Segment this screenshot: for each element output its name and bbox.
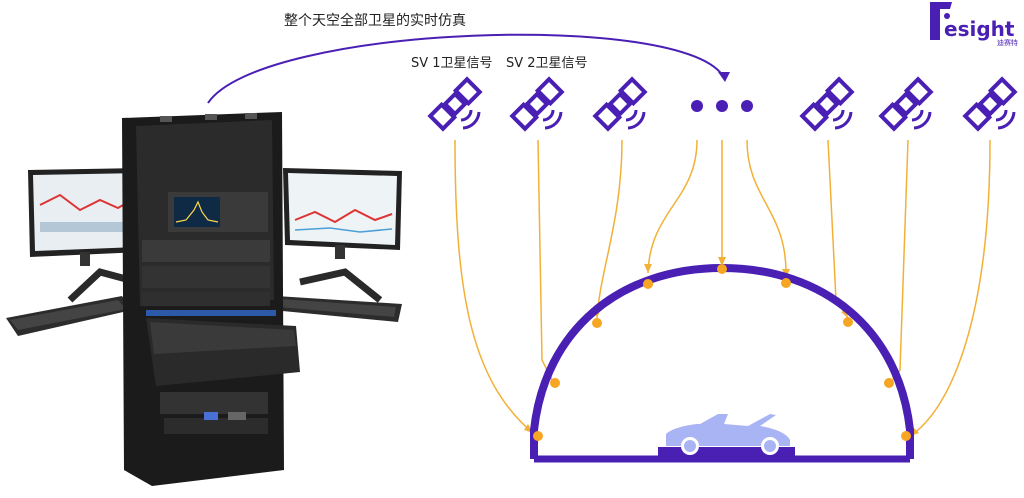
caption-text: 整个天空全部卫星的实时仿真 — [284, 12, 466, 29]
signal-arrowheads — [524, 257, 919, 436]
caption-arc-arrow — [207, 33, 725, 104]
satellite-icon — [963, 77, 1017, 131]
right-monitor — [283, 168, 402, 259]
logo-text: esight — [944, 17, 1015, 41]
signal-lines — [454, 139, 991, 437]
sv2-label: SV 2卫星信号 — [506, 56, 588, 71]
arrow-head — [718, 72, 730, 82]
rack-modules — [142, 240, 276, 316]
left-keyboard — [6, 296, 132, 336]
satellite-icon — [510, 77, 564, 131]
ellipsis-dots — [691, 100, 753, 112]
satellite-icon — [428, 77, 482, 131]
satellite-icon — [593, 77, 647, 131]
logo-subtext: 迪赛特 — [997, 38, 1018, 47]
sv1-label: SV 1卫星信号 — [411, 56, 493, 71]
brand-logo: esight 迪赛特 — [930, 2, 1018, 47]
dome-signal-points — [533, 264, 911, 441]
satellite-icon — [800, 77, 854, 131]
right-keyboard — [272, 296, 402, 322]
satellite-icon — [879, 77, 933, 131]
car-icon — [666, 414, 790, 455]
equipment-rack — [6, 112, 402, 486]
left-monitor — [28, 168, 142, 266]
